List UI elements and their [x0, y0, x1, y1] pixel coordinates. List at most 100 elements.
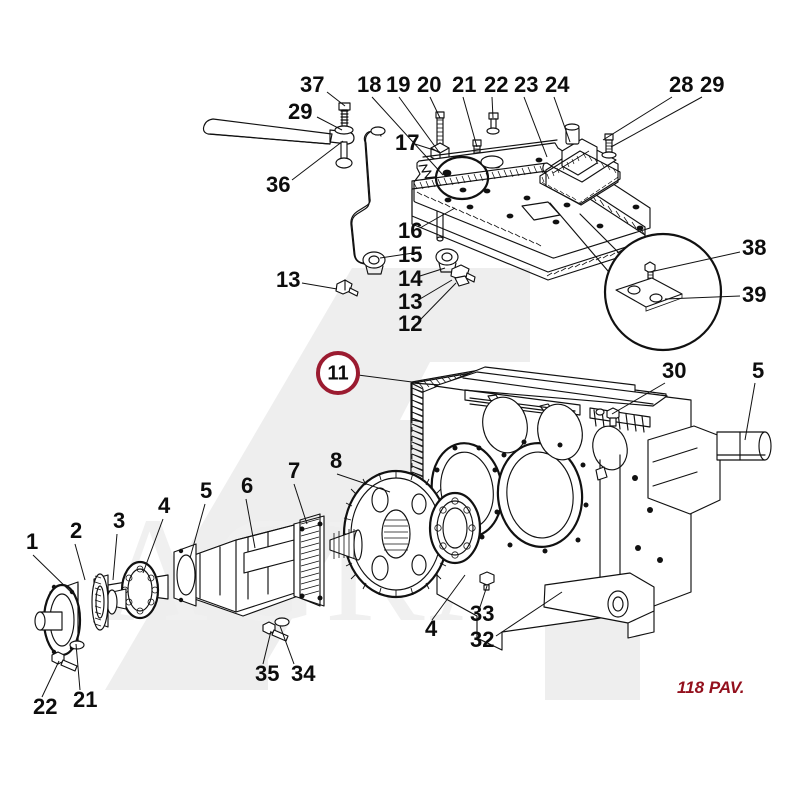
callout-24: 24	[545, 72, 570, 97]
leader-line-35	[262, 630, 272, 665]
callout-29: 29	[700, 72, 724, 97]
callout-34: 34	[291, 661, 316, 686]
callout-37: 37	[300, 72, 324, 97]
part-22-bolt-bottom	[51, 651, 78, 672]
part-21-washer-bottom	[69, 640, 85, 650]
part-11-gearbox-housing	[410, 366, 721, 651]
part-4-bearing-right	[428, 491, 482, 565]
callout-5: 5	[752, 358, 764, 383]
leader-line-16	[419, 207, 456, 229]
leader-line-13	[419, 279, 453, 300]
part-17-top-cover-plate	[413, 139, 651, 259]
leader-line-38	[649, 251, 741, 273]
leader-lines	[32, 91, 756, 698]
part-5-output-shaft-right	[716, 431, 772, 461]
callout-8: 8	[330, 448, 342, 473]
part-15-clamp	[362, 251, 386, 275]
callout-38: 38	[742, 235, 766, 260]
leader-line-6	[245, 498, 256, 549]
part-1-clutch-housing	[34, 581, 82, 657]
part-8-main-gear	[342, 469, 450, 599]
leader-line-8	[336, 473, 391, 493]
leader-line-29	[316, 116, 343, 131]
part-39-plate	[615, 277, 683, 312]
highlight-circle-11[interactable]: 11	[316, 351, 360, 395]
leader-line-28	[602, 96, 673, 141]
callout-33: 33	[470, 601, 494, 626]
callout-18: 18	[357, 72, 381, 97]
callout-21: 21	[73, 687, 97, 712]
callout-4: 4	[158, 493, 171, 518]
leader-line-20	[429, 96, 441, 119]
part-13-bolt-left	[335, 279, 359, 297]
part-15-oil-tube	[350, 126, 386, 275]
leader-line-30	[611, 382, 666, 415]
callout-7: 7	[288, 458, 300, 483]
footer-page-label: 118 PAV.	[677, 678, 744, 697]
housing-bores	[430, 396, 628, 554]
callout-23: 23	[514, 72, 538, 97]
callout-16: 16	[398, 218, 422, 243]
part-4-bearing-left	[120, 560, 160, 620]
leader-line-1	[32, 554, 74, 595]
callout-14: 14	[398, 266, 423, 291]
leader-line-34	[279, 625, 295, 665]
callout-13: 13	[276, 267, 300, 292]
callout-35: 35	[255, 661, 279, 686]
callout-4: 4	[425, 616, 438, 641]
leader-line-14	[419, 267, 446, 277]
callout-1: 1	[26, 529, 38, 554]
leader-line-23	[523, 96, 548, 158]
leader-line-36	[291, 140, 344, 181]
leader-line-29	[610, 96, 703, 148]
part-13-bolt-clamp	[450, 264, 476, 283]
leader-line-21	[462, 96, 478, 148]
part-6-pump-housing	[173, 515, 325, 617]
part-36-pin	[335, 141, 353, 169]
leader-line-7	[293, 483, 308, 525]
part-2-teeth	[94, 575, 102, 627]
callout-5: 5	[200, 478, 212, 503]
callout-15: 15	[398, 242, 422, 267]
leader-line-4	[142, 518, 164, 574]
callout-32: 32	[470, 627, 494, 652]
callout-36: 36	[266, 172, 290, 197]
callout-29: 29	[288, 99, 312, 124]
part-30-bolt	[606, 407, 620, 427]
part-36-shift-rod-assembly	[202, 102, 355, 169]
leader-line-33	[479, 585, 488, 608]
part-29-washer	[334, 125, 354, 135]
leader-line-22	[41, 660, 60, 698]
input-shaft-spline	[329, 529, 363, 561]
callout-13: 13	[398, 289, 422, 314]
leader-line-19	[398, 96, 440, 153]
leader-line-15	[379, 251, 421, 259]
callout-22: 22	[484, 72, 508, 97]
leader-line-13	[301, 282, 338, 290]
leader-line-32	[495, 591, 563, 637]
highlighted-part-number: 11	[327, 362, 348, 384]
leader-line-2	[74, 543, 86, 581]
callout-28: 28	[669, 72, 693, 97]
leader-line-21	[75, 643, 81, 691]
callout-21: 21	[452, 72, 476, 97]
part-14-clamp	[435, 248, 459, 273]
leader-line-3	[112, 533, 118, 581]
callout-19: 19	[386, 72, 410, 97]
part-12-bracket	[454, 275, 470, 287]
callout-2: 2	[70, 518, 82, 543]
part-22-bolt	[486, 112, 500, 135]
leader-line-5	[189, 503, 206, 559]
callout-6: 6	[241, 473, 253, 498]
leader-line-24	[553, 96, 571, 143]
leader-line-4	[431, 574, 466, 621]
part-23-tower-gasket	[539, 150, 621, 205]
part-34-washer	[274, 617, 290, 627]
callout-17: 17	[395, 130, 419, 155]
callout-30: 30	[662, 358, 686, 383]
leader-line-39	[664, 295, 741, 300]
leader-line-22	[491, 96, 494, 119]
leader-line-18	[371, 96, 444, 176]
